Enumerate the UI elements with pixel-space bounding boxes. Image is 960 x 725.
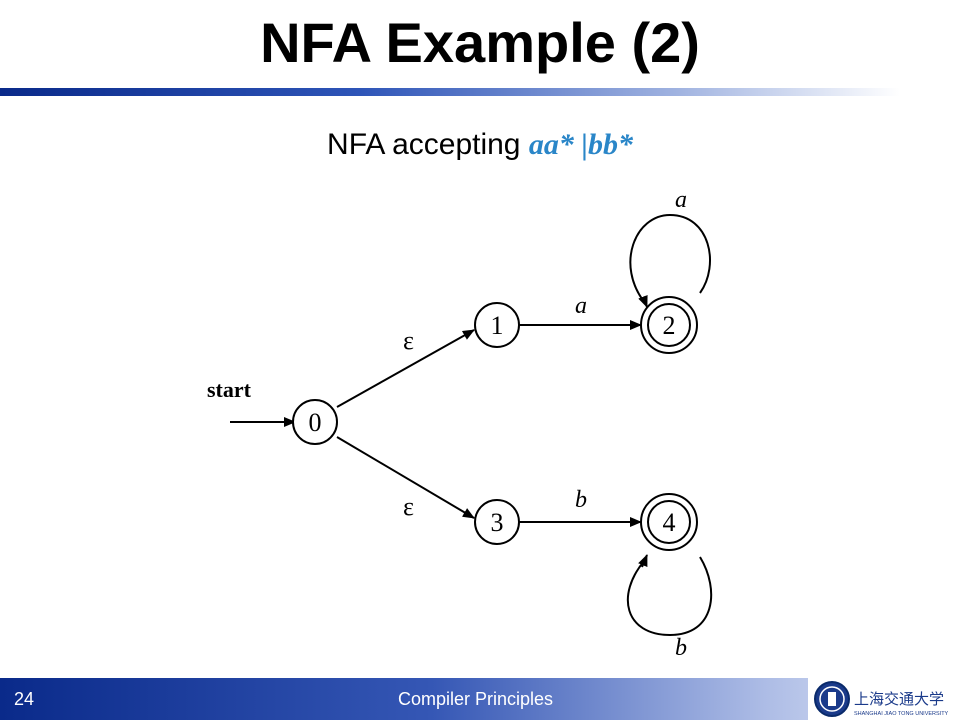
course-name: Compiler Principles (398, 689, 554, 709)
start-label: start (207, 377, 252, 402)
transition-label-1-2: a (575, 293, 587, 319)
subtitle-text: NFA accepting (327, 128, 529, 161)
transition-label-3-4: b (575, 487, 587, 513)
state-label-1: 1 (491, 311, 504, 340)
logo-english-text: SHANGHAI JIAO TONG UNIVERSITY (854, 711, 949, 717)
state-label-2: 2 (663, 311, 676, 340)
sjtu-emblem-icon: 上海交通大学 SHANGHAI JIAO TONG UNIVERSITY (814, 681, 949, 717)
state-label-3: 3 (491, 508, 504, 537)
transition-label-4-4: b (675, 635, 687, 661)
state-4: 4 (640, 493, 698, 551)
nfa-diagram: start ε ε a a b b 0 1 2 3 4 (207, 187, 713, 661)
self-loop-2-arrowhead (638, 294, 648, 308)
slide-subtitle: NFA accepting aa* |bb* (0, 128, 960, 162)
state-label-4: 4 (663, 508, 676, 537)
state-3: 3 (474, 499, 520, 545)
state-label-0: 0 (309, 408, 322, 437)
state-0: 0 (292, 399, 338, 445)
slide-title: NFA Example (2) (260, 11, 700, 74)
transition-label-2-2: a (675, 187, 687, 213)
university-logo: 上海交通大学 SHANGHAI JIAO TONG UNIVERSITY (808, 678, 960, 720)
logo-chinese-text: 上海交通大学 (854, 690, 944, 708)
state-2: 2 (640, 296, 698, 354)
regex-expression: aa* |bb* (528, 128, 633, 161)
state-1: 1 (474, 302, 520, 348)
transition-0-1 (336, 329, 475, 408)
self-loop-4 (626, 556, 713, 637)
footer-bar (0, 678, 960, 720)
title-underline (0, 88, 900, 96)
transition-label-0-3: ε (403, 492, 414, 521)
self-loop-2 (629, 213, 711, 304)
transition-0-3 (336, 436, 475, 519)
transition-label-0-1: ε (403, 326, 414, 355)
self-loop-4-arrowhead (638, 554, 648, 568)
page-number: 24 (14, 689, 35, 709)
